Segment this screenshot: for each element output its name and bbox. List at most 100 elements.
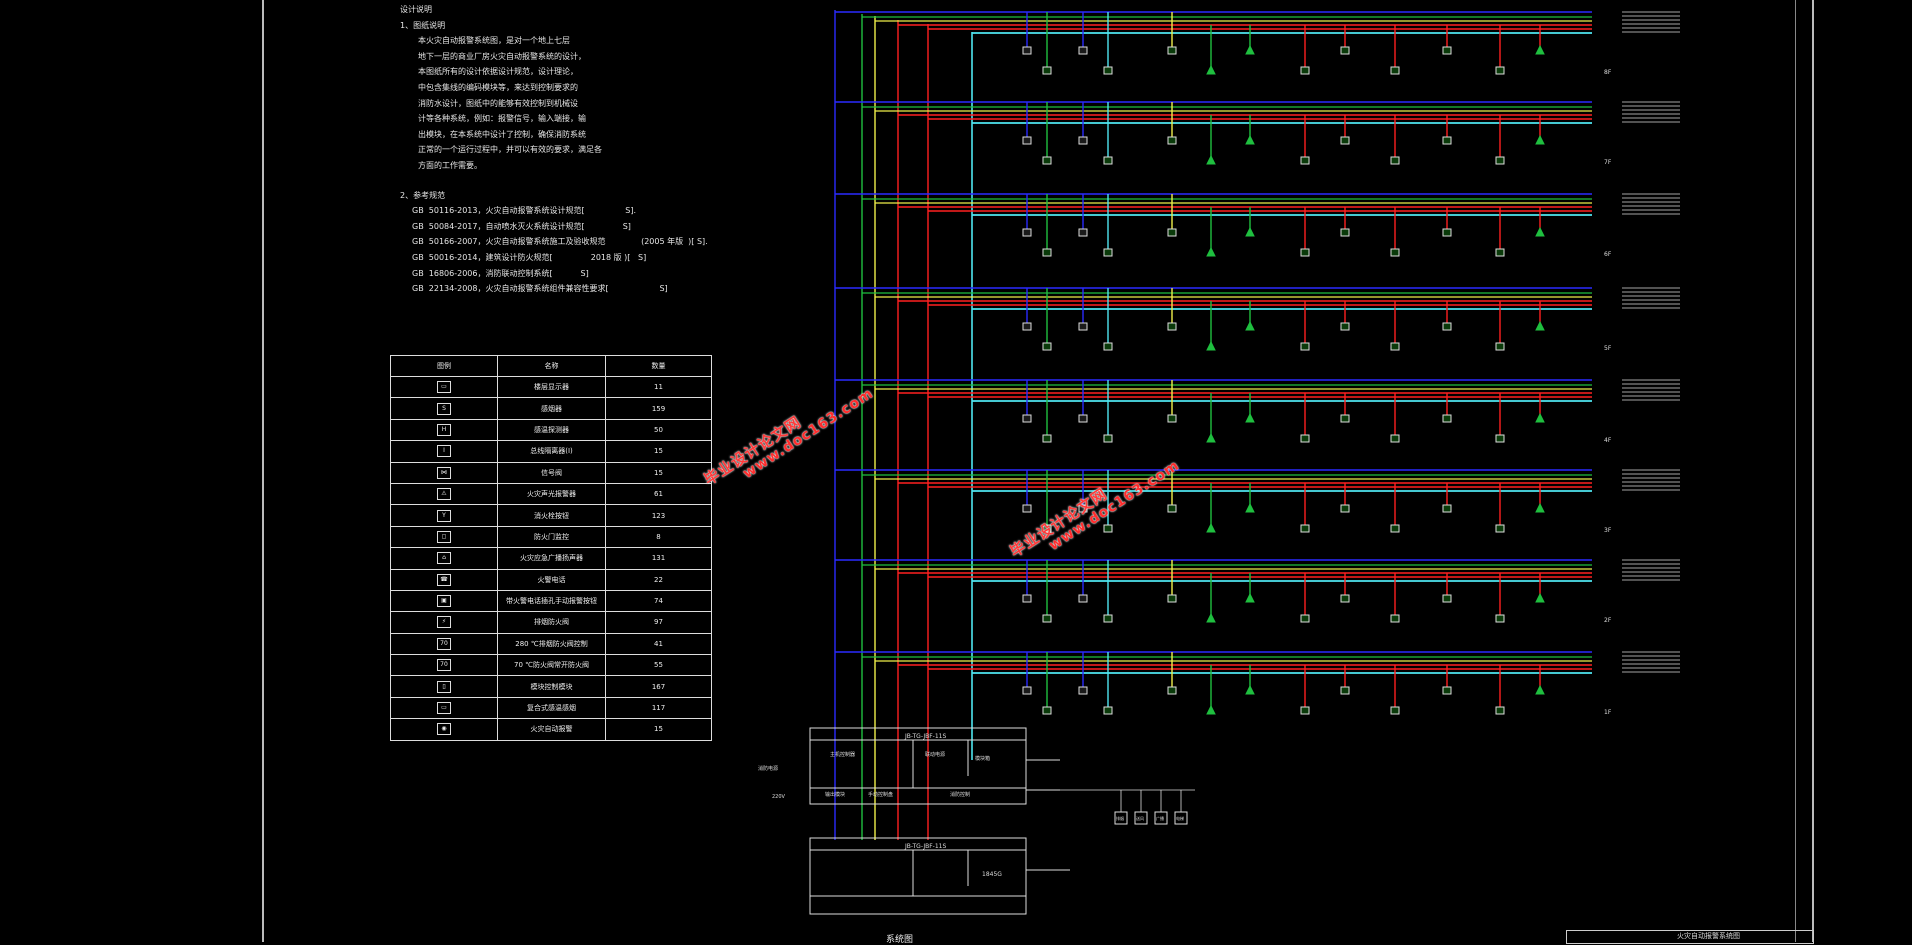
aux-box-label: 送风 <box>1136 815 1144 821</box>
detector-icon <box>1442 228 1452 237</box>
drawing-frame-left <box>262 0 264 942</box>
alarm-device-icon <box>1245 592 1255 603</box>
controller-cell-text: 手动控制盘 <box>868 791 893 798</box>
drawing-frame-right <box>1812 0 1814 942</box>
alarm-device-icon <box>1206 340 1216 351</box>
alarm-device-icon <box>1245 44 1255 55</box>
detector-icon <box>1103 524 1113 533</box>
drawing-frame-inner-right <box>1795 0 1796 942</box>
detector-icon <box>1022 504 1032 513</box>
note-line: 正常的一个运行过程中，并可以有效的要求，满足各 <box>418 145 602 155</box>
detector-icon <box>1103 66 1113 75</box>
section1-body: 本火灾自动报警系统图，是对一个地上七层 地下一层的商业厂房火灾自动报警系统的设计… <box>400 33 748 173</box>
alarm-device-icon <box>1206 432 1216 443</box>
section2-title: 2、参考规范 <box>400 190 446 200</box>
detector-icon <box>1103 248 1113 257</box>
legend-symbol-icon: S <box>437 402 451 415</box>
reference-line: GB 50166-2007，火灾自动报警系统施工及验收规范 (2005 年版 )… <box>412 237 708 247</box>
detector-icon <box>1167 414 1177 423</box>
detector-icon <box>1078 686 1088 695</box>
legend-symbol-icon: 70 <box>437 637 451 650</box>
detector-icon <box>1300 66 1310 75</box>
detector-icon <box>1300 156 1310 165</box>
detector-icon <box>1390 66 1400 75</box>
detector-icon <box>1078 46 1088 55</box>
alarm-device-icon <box>1245 320 1255 331</box>
controller-cell-text: 主机控制器 <box>830 751 855 758</box>
detector-icon <box>1167 504 1177 513</box>
alarm-device-icon <box>1206 154 1216 165</box>
detector-icon <box>1442 136 1452 145</box>
detector-icon <box>1167 594 1177 603</box>
alarm-device-icon <box>1245 226 1255 237</box>
notes-heading: 设计说明 <box>400 5 432 14</box>
detector-icon <box>1495 156 1505 165</box>
legend-symbol-icon: ▭ <box>437 702 451 715</box>
legend-symbol-icon: ▭ <box>437 381 451 394</box>
alarm-device-icon <box>1206 64 1216 75</box>
detector-icon <box>1042 156 1052 165</box>
section1-title: 1、图纸说明 <box>400 20 446 30</box>
detector-icon <box>1022 594 1032 603</box>
alarm-device-icon <box>1535 592 1545 603</box>
alarm-device-icon <box>1535 502 1545 513</box>
legend-symbol-icon: ▯ <box>437 680 451 693</box>
aux-box-label: 广播 <box>1156 815 1164 821</box>
legend-symbol-icon: H <box>437 423 451 436</box>
detector-icon <box>1340 228 1350 237</box>
detector-icon <box>1022 322 1032 331</box>
detector-icon <box>1300 706 1310 715</box>
legend-symbol-icon: Y <box>437 509 451 522</box>
floor-label: 1F <box>1604 709 1612 716</box>
detector-icon <box>1300 524 1310 533</box>
detector-icon <box>1390 524 1400 533</box>
detector-icon <box>1390 614 1400 623</box>
detector-icon <box>1495 524 1505 533</box>
design-notes: 设计说明 1、图纸说明 本火灾自动报警系统图，是对一个地上七层 地下一层的商业厂… <box>400 2 780 297</box>
detector-icon <box>1103 614 1113 623</box>
detector-icon <box>1078 504 1088 513</box>
alarm-device-icon <box>1535 684 1545 695</box>
detector-icon <box>1495 66 1505 75</box>
alarm-device-icon <box>1206 612 1216 623</box>
detector-icon <box>1340 594 1350 603</box>
detector-icon <box>1495 706 1505 715</box>
detector-icon <box>1442 594 1452 603</box>
detector-icon <box>1022 414 1032 423</box>
detector-icon <box>1300 248 1310 257</box>
legend-qty: 15 <box>605 440 712 463</box>
detector-icon <box>1042 706 1052 715</box>
note-line: 地下一层的商业厂房火灾自动报警系统的设计， <box>418 51 586 61</box>
detector-icon <box>1300 434 1310 443</box>
controller-cell-text: 1845G <box>982 871 1002 878</box>
floor-label: 5F <box>1604 345 1612 352</box>
floor-label: 3F <box>1604 527 1612 534</box>
detector-icon <box>1167 322 1177 331</box>
controller-cell-text: 联动电源 <box>925 751 945 758</box>
legend-symbol-icon: ⚠ <box>437 488 451 501</box>
alarm-device-icon <box>1206 246 1216 257</box>
detector-icon <box>1042 342 1052 351</box>
detector-icon <box>1340 686 1350 695</box>
legend-symbol-icon: ◻ <box>437 530 451 543</box>
detector-icon <box>1390 342 1400 351</box>
detector-icon <box>1167 686 1177 695</box>
note-line: 计等各种系统，例如：报警信号，输入端接，输 <box>418 114 586 124</box>
floor-label: 7F <box>1604 159 1612 166</box>
legend-qty: 15 <box>605 718 712 741</box>
legend-symbol-icon: ☎ <box>437 573 451 586</box>
alarm-device-icon <box>1245 502 1255 513</box>
reference-line: GB 50016-2014，建筑设计防火规范[ 2018 版 )[ S] <box>412 252 647 262</box>
legend-symbol-icon: ⋈ <box>437 466 451 479</box>
detector-icon <box>1103 342 1113 351</box>
controller-title: JB-TG-JBF-11S <box>904 733 946 740</box>
detector-icon <box>1340 504 1350 513</box>
